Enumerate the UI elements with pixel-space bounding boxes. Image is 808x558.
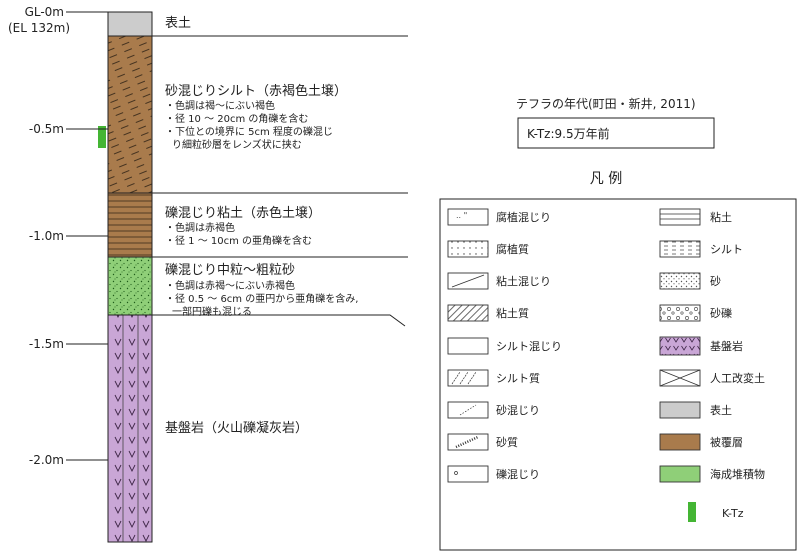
tephra-heading: テフラの年代(町田・新井, 2011) xyxy=(516,96,696,111)
legend-item: .. " 腐植混じり xyxy=(447,208,551,226)
legend-box xyxy=(439,198,797,551)
legend-item: 礫混じり xyxy=(447,465,540,483)
legend-item: 砂 xyxy=(659,272,721,290)
legend-item: 人工改変土 xyxy=(659,369,765,387)
gl-label: GL-0m xyxy=(25,5,64,19)
legend-item: 砂礫 xyxy=(659,304,732,322)
svg-text:粘土: 粘土 xyxy=(710,210,732,224)
svg-text:被覆層: 被覆層 xyxy=(710,436,743,449)
svg-text:シルト混じり: シルト混じり xyxy=(496,340,562,353)
svg-text:シルト質: シルト質 xyxy=(496,371,540,385)
svg-text:砂: 砂 xyxy=(710,275,721,288)
legend-item: 表土 xyxy=(659,401,732,419)
legend-item: シルト xyxy=(659,240,743,258)
layer-title: 表土 xyxy=(165,16,191,31)
svg-text:.. ": .. " xyxy=(456,211,467,220)
legend: 凡 例 .. " 腐植混じり 腐植質 粘土混じり 粘土質 シルト混じり xyxy=(439,171,797,551)
tephra-age-panel: テフラの年代(町田・新井, 2011) K-Tz:9.5万年前 xyxy=(516,96,715,149)
svg-text:腐植混じり: 腐植混じり xyxy=(496,210,551,224)
legend-item: K-Tz xyxy=(688,502,744,522)
svg-text:砂混じり: 砂混じり xyxy=(496,404,540,417)
legend-item: シルト質 xyxy=(447,369,540,387)
svg-text:粘土質: 粘土質 xyxy=(496,306,529,320)
depth-scale: GL-0m (EL 132m) -0.5m -1.0m -1.5m -2.0m xyxy=(8,5,108,467)
svg-text:表土: 表土 xyxy=(710,403,732,417)
layer-note: ・径 10 ～ 20cm の角礫を含む xyxy=(165,112,308,125)
legend-item: 砂質 xyxy=(447,433,518,451)
layer-note: ・色調は赤褐色 xyxy=(165,221,235,234)
layer-topsoil xyxy=(107,11,153,37)
legend-item: 腐植質 xyxy=(447,240,529,258)
svg-text:海成堆積物: 海成堆積物 xyxy=(710,467,765,481)
svg-text:K-Tz: K-Tz xyxy=(722,507,744,520)
svg-text:人工改変土: 人工改変土 xyxy=(710,371,765,385)
layer-descriptions: 表土 砂混じりシルト（赤褐色土壌） ・色調は褐～にぶい褐色 ・径 10 ～ 20… xyxy=(152,16,408,436)
svg-text:砂礫: 砂礫 xyxy=(710,306,732,320)
svg-text:基盤岩: 基盤岩 xyxy=(710,339,743,353)
tephra-value-box xyxy=(517,117,715,149)
depth-tick-label: -1.0m xyxy=(29,229,64,243)
ktz-marker xyxy=(98,126,106,148)
depth-tick-label: -2.0m xyxy=(29,453,64,467)
layer-title: 礫混じり中粒～粗粒砂 xyxy=(165,262,295,278)
legend-item: シルト混じり xyxy=(447,337,562,355)
svg-text:腐植質: 腐植質 xyxy=(496,242,529,256)
layer-note: ・下位との境界に 5cm 程度の礫混じ xyxy=(165,125,333,138)
svg-text:シルト: シルト xyxy=(710,243,743,256)
legend-item: 砂混じり xyxy=(447,401,540,419)
depth-tick-label: -0.5m xyxy=(29,122,64,136)
layer-title: 基盤岩（火山礫凝灰岩） xyxy=(165,420,308,436)
layer-note: 一部円礫も混じる xyxy=(172,305,252,318)
layer-note: り細粒砂層をレンズ状に挟む xyxy=(172,138,302,151)
depth-tick-label: -1.5m xyxy=(29,337,64,351)
svg-text:砂質: 砂質 xyxy=(496,435,518,449)
legend-item: 粘土混じり xyxy=(447,272,551,290)
layer-note: ・径 1 ～ 10cm の亜角礫を含む xyxy=(165,234,312,247)
legend-item: 基盤岩 xyxy=(659,336,743,356)
layer-note: ・色調は赤褐～にぶい赤褐色 xyxy=(165,279,295,292)
svg-text:礫混じり: 礫混じり xyxy=(496,467,540,481)
layer-note: ・色調は褐～にぶい褐色 xyxy=(165,99,275,112)
tephra-value: K-Tz:9.5万年前 xyxy=(527,126,610,141)
layer-title: 砂混じりシルト（赤褐色土壌） xyxy=(165,83,347,99)
svg-text:粘土混じり: 粘土混じり xyxy=(496,274,551,288)
elevation-label: (EL 132m) xyxy=(8,21,70,35)
layer-title: 礫混じり粘土（赤色土壌） xyxy=(165,205,321,221)
legend-item: 被覆層 xyxy=(659,433,743,451)
borehole-column xyxy=(98,11,153,543)
layer-note: ・径 0.5 ～ 6cm の亜円から亜角礫を含み, xyxy=(165,292,358,305)
legend-item: 粘土 xyxy=(659,208,732,226)
legend-item: 海成堆積物 xyxy=(659,465,765,483)
legend-item: 粘土質 xyxy=(447,304,529,322)
legend-title: 凡 例 xyxy=(590,171,622,187)
